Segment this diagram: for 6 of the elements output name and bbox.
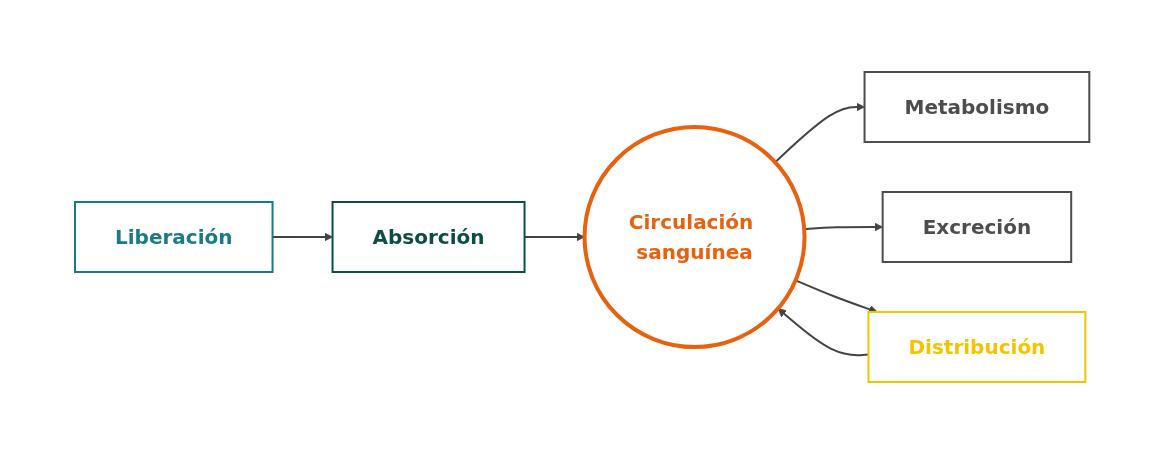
node-box: Excreción xyxy=(882,190,1073,263)
node-circle: Circulación sanguínea xyxy=(582,124,807,349)
node-box: Metabolismo xyxy=(863,70,1091,143)
node-box: Liberación xyxy=(74,200,274,273)
node-box: Absorción xyxy=(331,200,526,273)
node-box: Distribución xyxy=(867,310,1087,383)
